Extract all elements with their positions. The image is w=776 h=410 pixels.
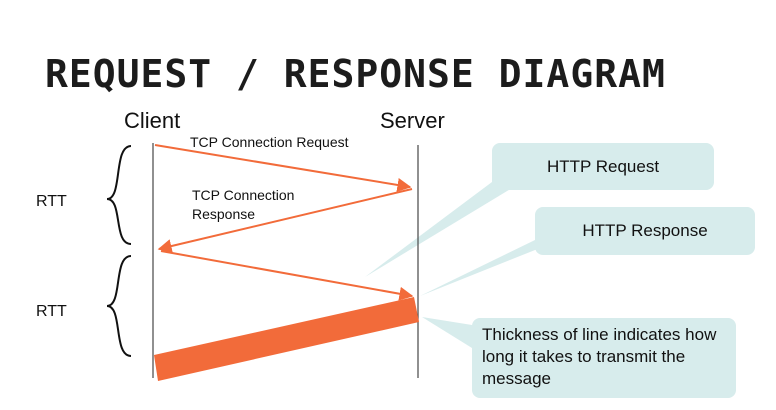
tcp-response-label-line2: Response — [192, 206, 256, 222]
http-response-callout: HTTP Response — [535, 207, 755, 255]
thickness-callout: Thickness of line indicates how long it … — [472, 318, 736, 398]
tcp-response-arrow — [157, 188, 413, 253]
rtt-brace-2 — [106, 255, 132, 357]
tcp-request-arrow — [154, 144, 412, 192]
server-label: Server — [380, 108, 445, 133]
rtt-label-1: RTT — [36, 193, 67, 210]
thickness-callout-tail — [422, 317, 472, 348]
http-response-bar — [154, 297, 419, 381]
client-label: Client — [124, 108, 181, 133]
tcp-request-label: TCP Connection Request — [190, 134, 349, 150]
thickness-callout-text: Thickness of line indicates how long it … — [482, 325, 717, 388]
http-request-callout: HTTP Request — [492, 143, 714, 190]
tcp-response-label-line1: TCP Connection — [192, 187, 295, 203]
http-response-callout-tail — [420, 240, 560, 296]
http-request-arrow — [160, 250, 414, 301]
http-response-callout-text: HTTP Response — [582, 221, 708, 240]
diagram-title: REQUEST / RESPONSE DIAGRAM — [45, 52, 666, 96]
rtt-brace-1 — [106, 145, 132, 245]
http-request-callout-text: HTTP Request — [546, 156, 660, 176]
rtt-label-2: RTT — [36, 303, 67, 320]
http-request-callout-tail — [365, 182, 522, 277]
